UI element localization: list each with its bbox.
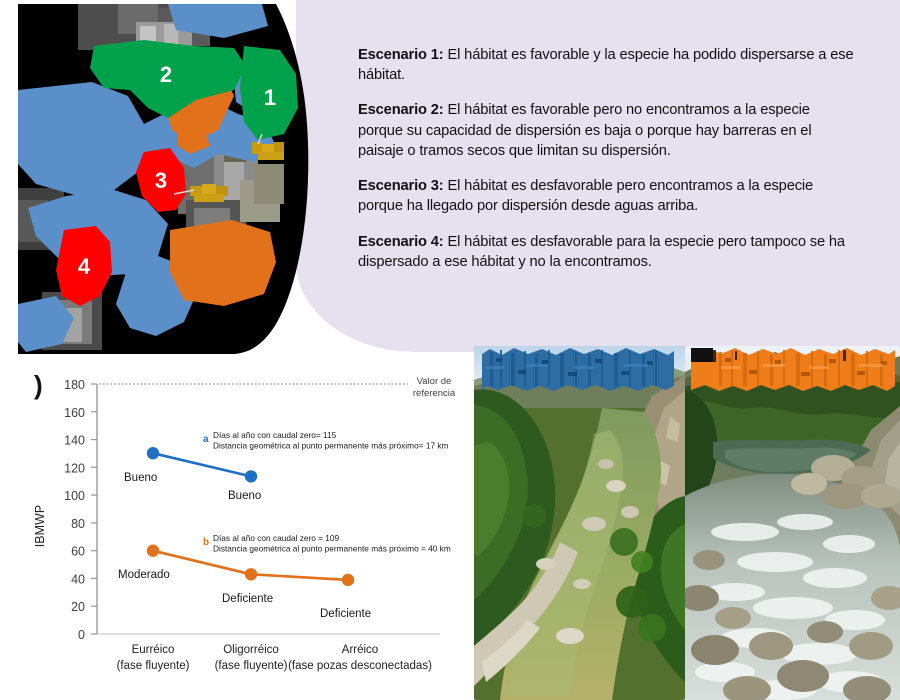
x-tick-3: Arréico	[342, 644, 378, 656]
x-tick-2-sub: (fase fluyente)	[215, 660, 288, 672]
map-marker-1: 1	[264, 85, 276, 110]
series-a-point-1-label: Bueno	[124, 472, 157, 484]
map-marker-4: 4	[78, 254, 91, 279]
scenario-item-4: Escenario 4: El hábitat es desfavorable …	[358, 232, 858, 273]
scenario-item-2: Escenario 2: El hábitat es favorable per…	[358, 100, 858, 161]
series-a-segment-1	[152, 451, 252, 478]
x-tick-1-sub: (fase fluyente)	[117, 660, 190, 672]
reference-label-line2: referencia	[413, 388, 456, 399]
y-tick-group: 180 160 140 120 100 80 60 40 20 0	[64, 378, 97, 642]
scenario-4-label: Escenario 4:	[358, 233, 444, 250]
reference-label-line1: Valor de	[417, 376, 452, 387]
series-b-point-2	[244, 568, 258, 581]
scenario-3-text: El hábitat es desfavorable pero encontra…	[358, 178, 814, 215]
y-axis-title: IBMWP	[33, 505, 47, 547]
y-tick-140: 140	[64, 434, 85, 448]
annotation-a-line1: Días al año con caudal zero= 115	[213, 430, 337, 440]
series-b-point-3	[341, 573, 355, 587]
y-tick-160: 160	[64, 406, 85, 420]
scenario-2-text: El hábitat es favorable pero no encontra…	[358, 102, 812, 159]
series-b-point-1-label: Moderado	[118, 569, 170, 581]
chart-panel: ) 180 160 140 120	[0, 356, 470, 700]
scenario-1-text: El hábitat es favorable y la especie ha …	[358, 46, 854, 83]
series-b-segment-2	[250, 573, 349, 582]
series-a-point-1	[146, 447, 160, 460]
annotation-b-key: b	[203, 537, 209, 548]
annotation-a-key: a	[203, 434, 209, 445]
y-tick-20: 20	[71, 600, 85, 614]
map-collage: 2 1 3 4	[18, 4, 318, 356]
redacted-caption-right	[691, 346, 896, 394]
photo-river-canyon	[474, 346, 685, 700]
series-b-point-2-label: Deficiente	[222, 593, 273, 605]
scenario-3-label: Escenario 3:	[358, 178, 444, 195]
scenario-panel: Escenario 1: El hábitat es favorable y l…	[296, 0, 900, 352]
y-tick-180: 180	[64, 378, 85, 392]
scenario-2-label: Escenario 2:	[358, 102, 444, 119]
scenario-4-text: El hábitat es desfavorable para la espec…	[358, 233, 845, 270]
y-tick-60: 60	[71, 545, 85, 559]
annotation-a-line2: Distancia geométrica al punto permanente…	[213, 441, 449, 451]
annotation-b-line2: Distancia geométrica al punto permanente…	[213, 544, 451, 554]
scenario-item-1: Escenario 1: El hábitat es favorable y l…	[358, 45, 858, 86]
photo-river-rapids	[685, 346, 900, 700]
panel-letter: )	[34, 370, 43, 400]
scenario-1-label: Escenario 1:	[358, 46, 444, 63]
y-tick-0: 0	[78, 628, 85, 642]
x-tick-2: Oligorréico	[223, 644, 279, 656]
map-marker-2: 2	[160, 62, 172, 87]
annotation-b-line1: Días al año con caudal zero = 109	[213, 533, 340, 543]
series-a-point-2-label: Bueno	[228, 490, 261, 502]
x-tick-3-sub: (fase pozas desconectadas)	[288, 660, 432, 672]
photo-row	[474, 346, 900, 700]
scenario-list: Escenario 1: El hábitat es favorable y l…	[358, 30, 858, 287]
series-b-segment-1	[152, 549, 252, 576]
series-b-point-1	[146, 544, 160, 557]
redacted-caption-left	[480, 346, 676, 394]
y-tick-80: 80	[71, 517, 85, 531]
y-tick-40: 40	[71, 572, 85, 586]
series-b-point-3-label: Deficiente	[320, 608, 371, 620]
x-tick-group: Eurréico (fase fluyente) Oligorréico (fa…	[117, 644, 433, 672]
series-a-point-2	[244, 470, 258, 483]
x-tick-1: Eurréico	[132, 644, 175, 656]
scenario-item-3: Escenario 3: El hábitat es desfavorable …	[358, 176, 858, 217]
y-tick-120: 120	[64, 461, 85, 475]
map-marker-3: 3	[155, 168, 167, 193]
y-tick-100: 100	[64, 489, 85, 503]
